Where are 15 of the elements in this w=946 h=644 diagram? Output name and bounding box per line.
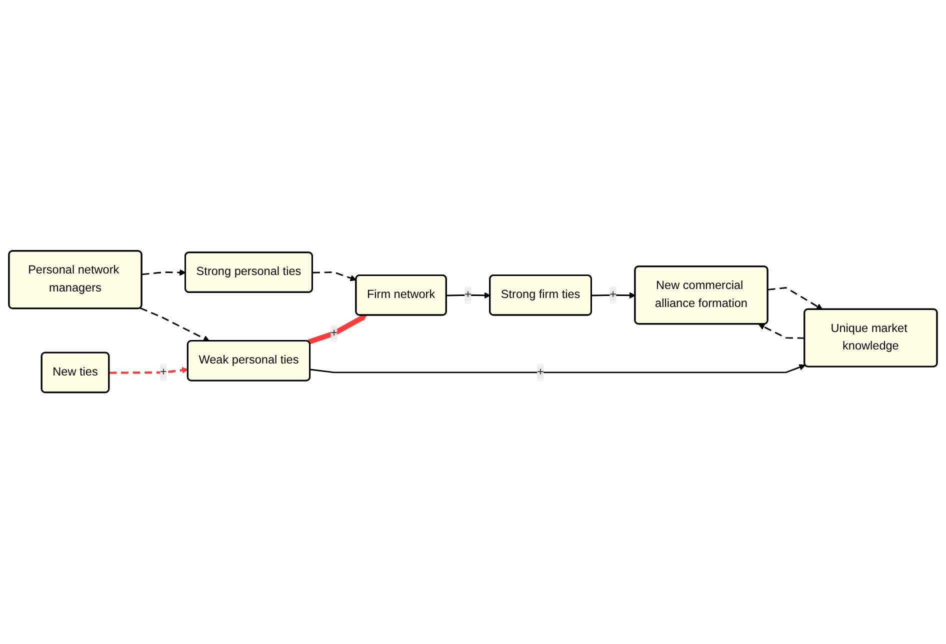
arrow [142, 270, 186, 276]
arrow [592, 292, 636, 299]
arrow [768, 287, 823, 310]
arrow [312, 272, 357, 282]
arrow [758, 324, 805, 340]
edge-label: + [330, 327, 338, 340]
arrow [308, 314, 367, 345]
arrow [310, 364, 806, 374]
edge-label: + [464, 288, 472, 302]
arrow [140, 308, 210, 342]
edge-label: + [610, 288, 617, 302]
edge-label: + [160, 366, 167, 379]
edge-label: + [537, 366, 544, 379]
arrow [446, 292, 491, 299]
arrow [109, 367, 188, 374]
